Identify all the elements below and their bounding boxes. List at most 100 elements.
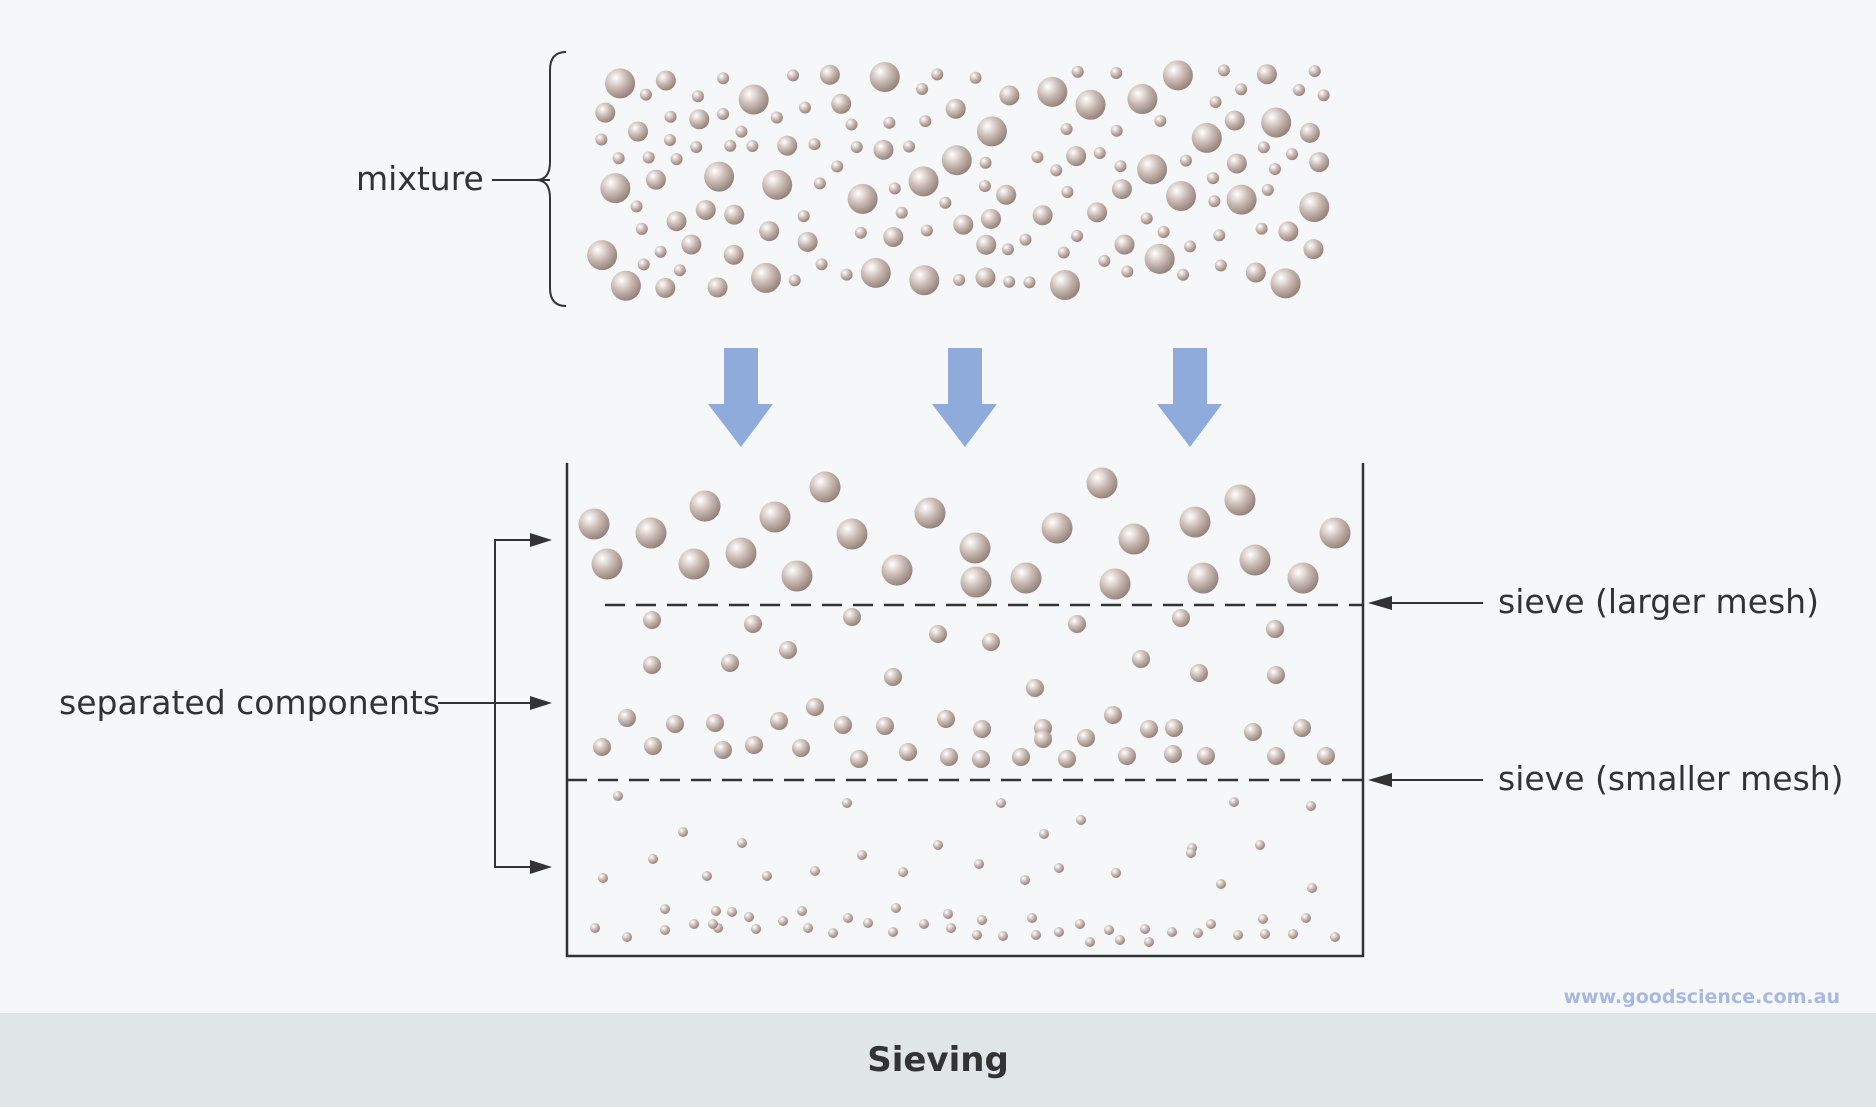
medium-particle [779, 641, 797, 659]
mixture-particle [1037, 76, 1068, 107]
mixture-particle [670, 153, 683, 166]
mixture-particle [1003, 275, 1016, 288]
mixture-particle [1087, 202, 1108, 223]
mixture-particle [1110, 124, 1123, 137]
mixture-particle [770, 111, 783, 124]
large-particle [1224, 484, 1256, 516]
small-particle [891, 903, 901, 913]
mixture-particle [637, 258, 650, 271]
large-particle [725, 537, 757, 569]
small-particle [1193, 928, 1203, 938]
mixture-particle [815, 258, 828, 271]
mixture-particle [975, 267, 996, 288]
mixture-particle [916, 82, 929, 95]
small-particle [1020, 875, 1030, 885]
medium-particle [972, 750, 990, 768]
mixture-particle [831, 160, 844, 173]
small-particle [863, 918, 873, 928]
mixture-particle [704, 161, 735, 192]
small-particle [919, 919, 929, 929]
mixture-particle [762, 169, 793, 200]
medium-particle [1140, 720, 1158, 738]
sieve-larger-label: sieve (larger mesh) [1498, 582, 1819, 621]
mixture-particle [883, 116, 896, 129]
medium-particle [1293, 719, 1311, 737]
mixture-particle [1308, 65, 1321, 78]
mixture-particle [979, 156, 992, 169]
large-particle [1041, 512, 1073, 544]
mixture-particle [847, 183, 878, 214]
medium-particle [1026, 679, 1044, 697]
small-particle [1027, 913, 1037, 923]
small-particle [946, 923, 956, 933]
small-particle [1085, 937, 1095, 947]
mixture-particle [1023, 276, 1036, 289]
small-particle [1076, 815, 1086, 825]
mixture-particle [1299, 191, 1330, 222]
mixture-particle [1268, 162, 1281, 175]
small-particle [598, 873, 608, 883]
small-particle [977, 915, 987, 925]
right-arrow-icon [530, 533, 552, 547]
mixture-particle [931, 68, 944, 81]
mixture-particle [1224, 110, 1245, 131]
mixture-particle [953, 273, 966, 286]
mixture-particle [813, 177, 826, 190]
mixture-particle [1179, 154, 1192, 167]
mixture-particle [883, 226, 904, 247]
small-particle [1260, 929, 1270, 939]
large-particles-layer [578, 467, 1351, 600]
mixture-particle [1286, 148, 1299, 161]
medium-particle [744, 615, 762, 633]
small-particle [1115, 935, 1125, 945]
mixture-particle [595, 102, 616, 123]
small-particle [996, 798, 1006, 808]
small-particle [1144, 937, 1154, 947]
sieve-smaller-label: sieve (smaller mesh) [1498, 759, 1844, 798]
mixture-particle [1071, 229, 1084, 242]
mixture-particle [1270, 268, 1301, 299]
small-particle [1233, 930, 1243, 940]
mixture-particle [1098, 254, 1111, 267]
mixture-particle [1031, 150, 1044, 163]
medium-particle [1164, 745, 1182, 763]
medium-particle [706, 714, 724, 732]
large-particle [578, 508, 610, 540]
small-particles-layer [590, 791, 1340, 947]
medium-particle [745, 736, 763, 754]
large-particle [1099, 568, 1131, 600]
small-particle [1075, 919, 1085, 929]
caption-title: Sieving [867, 1040, 1009, 1080]
small-particle [1229, 797, 1239, 807]
down-arrow-icon [1157, 348, 1222, 447]
mixture-particle [738, 84, 769, 115]
mixture-particle [909, 265, 940, 296]
small-particle [1255, 840, 1265, 850]
mixture-particle [689, 109, 710, 130]
mixture-particle [1110, 66, 1123, 79]
down-arrow-icon [932, 348, 997, 447]
small-particle [678, 827, 688, 837]
container [565, 463, 1365, 958]
small-particle [1140, 924, 1150, 934]
medium-particle [834, 716, 852, 734]
mixture-particle [673, 264, 686, 277]
watermark: www.goodscience.com.au [1563, 986, 1840, 1008]
mixture-particle [797, 231, 818, 252]
medium-particle [973, 720, 991, 738]
mixture-particle [903, 140, 916, 153]
mixture-particle [1111, 179, 1132, 200]
small-particle [972, 930, 982, 940]
large-particle [1239, 544, 1271, 576]
small-particle [702, 871, 712, 881]
diagram-canvas [438, 51, 1483, 958]
small-particle [1330, 932, 1340, 942]
small-particle [727, 907, 737, 917]
medium-particles-layer [593, 608, 1335, 768]
medium-particle [1034, 730, 1052, 748]
mixture-particle [1019, 233, 1032, 246]
mixture-particle [1049, 269, 1080, 300]
mixture-particle [1213, 229, 1226, 242]
mixture-particle [787, 69, 800, 82]
separated-components-label: separated components [59, 683, 441, 722]
